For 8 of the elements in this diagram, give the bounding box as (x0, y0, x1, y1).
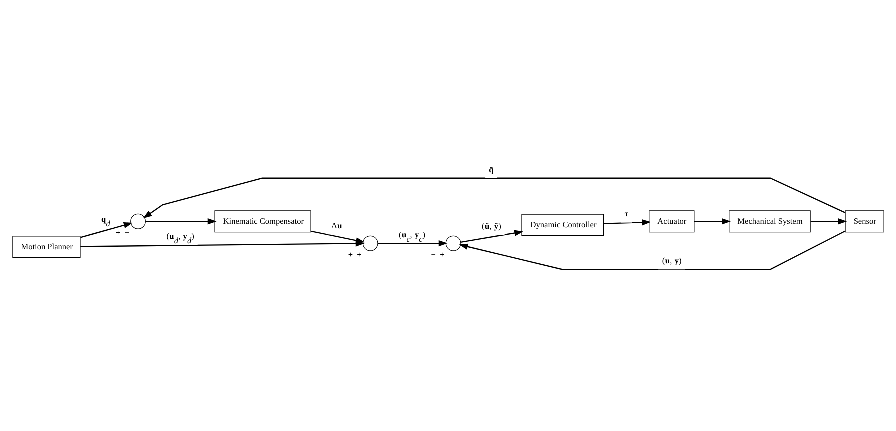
edge-label: Δu (331, 221, 342, 230)
node-label: + − (116, 228, 130, 238)
node-label: − + (430, 250, 444, 260)
edge-label: q̄ (488, 164, 494, 174)
edge-label: (u, y) (662, 256, 682, 266)
edge-label: (ũ, ỹ) (481, 222, 501, 231)
edge-label: τ (624, 209, 628, 218)
node-label: + + (348, 250, 362, 260)
